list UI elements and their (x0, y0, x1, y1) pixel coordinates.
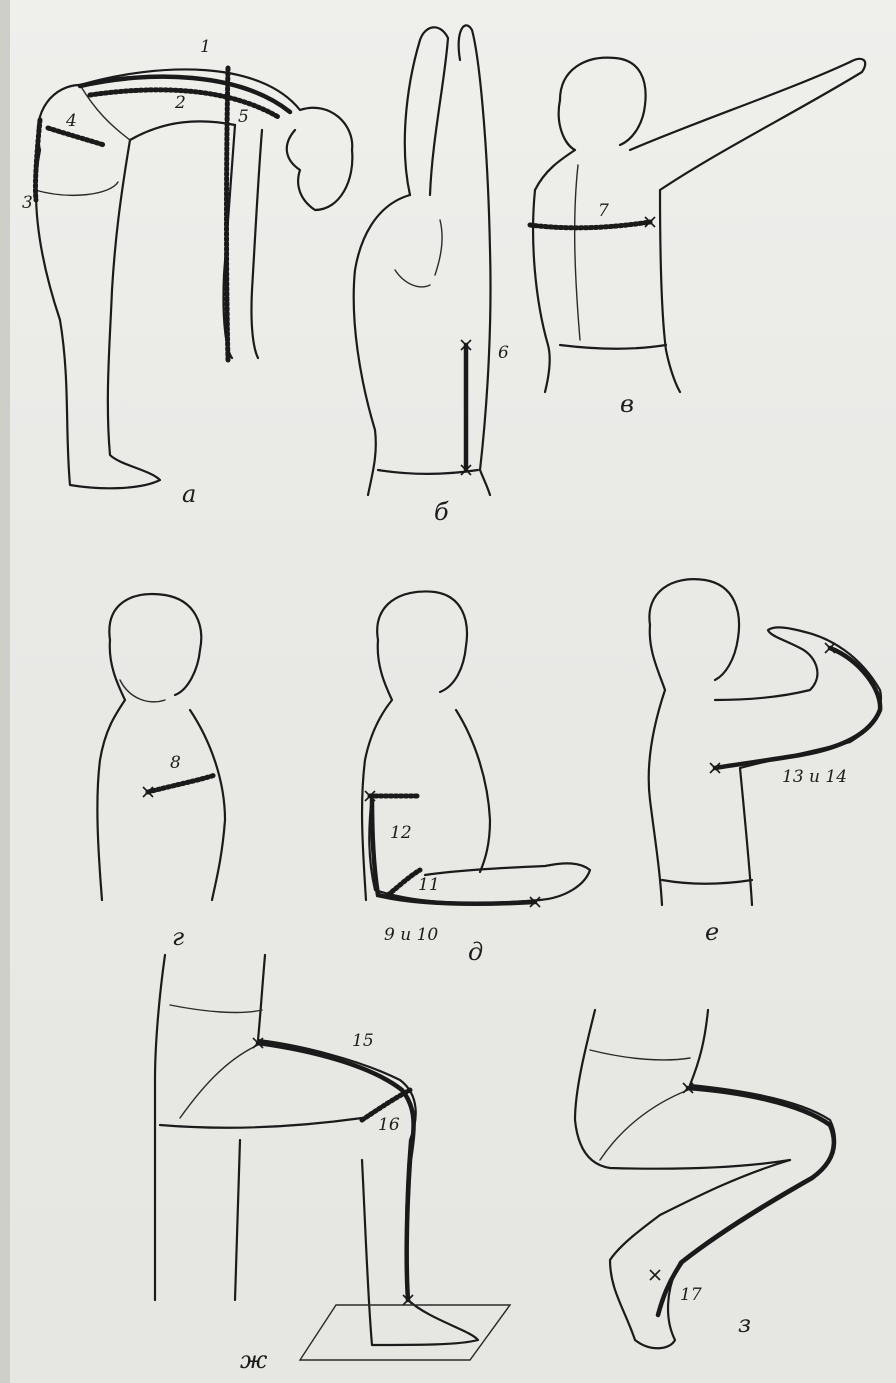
figure-label-g: г (172, 923, 184, 951)
label-11: 11 (418, 875, 440, 895)
figure-v (530, 58, 865, 392)
figure-a (35, 68, 352, 488)
figure-e (649, 579, 881, 905)
figure-d (362, 591, 590, 907)
tape-5 (227, 68, 229, 360)
label-4: 4 (65, 111, 77, 131)
label-17: 17 (680, 1285, 702, 1305)
tape-11 (388, 870, 420, 895)
figure-z (575, 1010, 835, 1348)
label-7: 7 (598, 201, 609, 221)
label-12: 12 (390, 823, 412, 843)
label-3: 3 (22, 193, 33, 213)
floor-mat (300, 1305, 510, 1360)
tape-8 (148, 775, 215, 792)
figure-label-a: а (182, 480, 196, 508)
figure-label-e: е (705, 918, 719, 946)
label-16: 16 (378, 1115, 400, 1135)
label-1: 1 (200, 37, 211, 57)
tape-17 (658, 1088, 834, 1315)
figure-zh (155, 955, 510, 1360)
tape-13-14 (715, 648, 880, 768)
label-15: 15 (352, 1031, 374, 1051)
tape-7 (530, 222, 650, 228)
tape-15 (258, 1043, 414, 1300)
figure-label-v: в (620, 390, 634, 418)
figure-b (354, 25, 491, 495)
label-6: 6 (498, 343, 509, 363)
figure-label-zh: ж (240, 1346, 268, 1374)
figure-label-z: з (738, 1310, 751, 1338)
figure-g (97, 594, 225, 900)
label-5: 5 (238, 107, 249, 127)
label-2: 2 (174, 93, 186, 113)
figure-label-d: д (468, 938, 483, 966)
label-8: 8 (170, 753, 181, 773)
label-13-14: 13 и 14 (782, 767, 847, 787)
label-9-10: 9 и 10 (384, 925, 438, 945)
figure-label-b: б (434, 498, 449, 526)
